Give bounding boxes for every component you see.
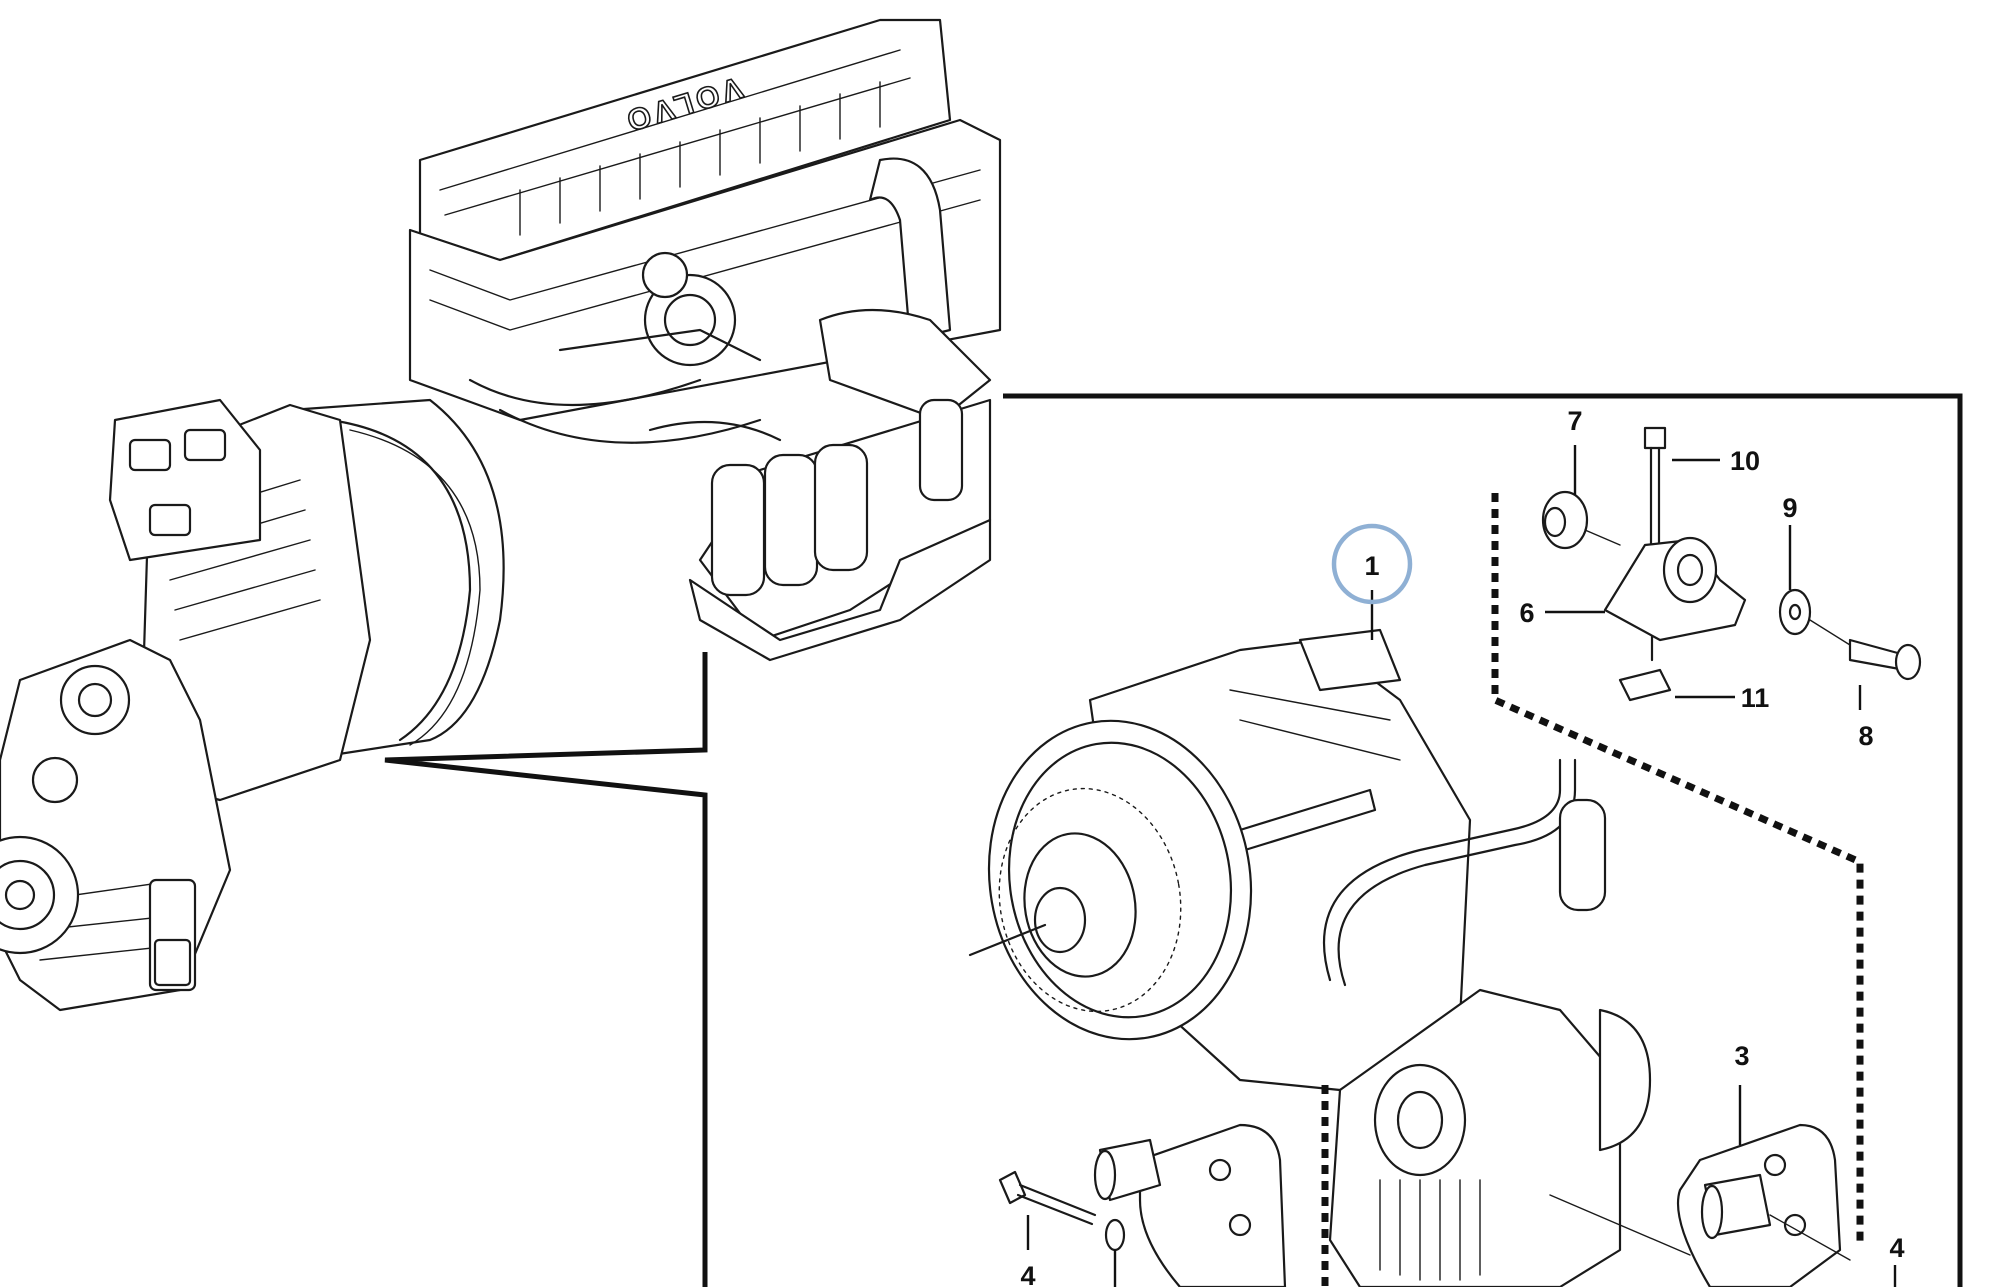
callout-3: 3	[1734, 1041, 1749, 1071]
lower-mount-subassembly	[998, 1123, 1851, 1287]
callout-labels: 1 7 10 9 6 8 11 3 4 4	[1020, 406, 1904, 1287]
transmission-assembly	[968, 628, 1652, 1287]
callout-4-left: 4	[1020, 1261, 1035, 1287]
upper-bracket-subassembly	[1321, 426, 1922, 1287]
zoom-connector-frame	[384, 393, 1963, 1287]
callout-10: 10	[1730, 446, 1760, 476]
callout-11: 11	[1741, 683, 1770, 713]
highlight-circle-callout-1	[1331, 523, 1413, 605]
callout-7: 7	[1567, 406, 1582, 436]
callout-4-right: 4	[1889, 1233, 1904, 1263]
callout-1: 1	[1364, 551, 1379, 581]
callout-6: 6	[1519, 598, 1534, 628]
engine-assembly-overview: VOLVO	[0, 18, 1002, 1012]
callout-8: 8	[1858, 721, 1873, 751]
callout-9: 9	[1782, 493, 1797, 523]
callout-leaders	[1026, 445, 1897, 1287]
